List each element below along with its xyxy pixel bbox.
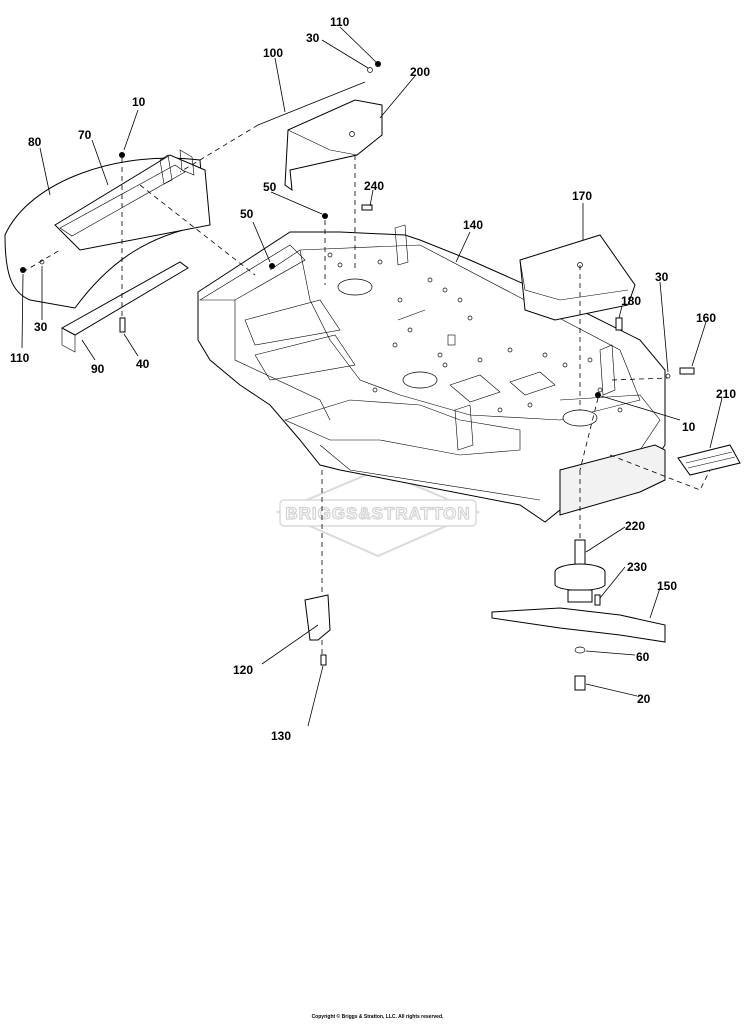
callout-20: 20: [637, 692, 651, 706]
rod-part-100: [257, 81, 366, 126]
callout-30-right: 30: [655, 270, 669, 284]
callout-220: 220: [625, 519, 645, 533]
pad-part-210: [677, 444, 741, 476]
strap-part-90: [60, 261, 189, 353]
callout-labels: 110 30 100 200 10 70 80 50 240 50 140 17…: [10, 15, 736, 743]
callout-10-right: 10: [682, 420, 696, 434]
assembly-lines: [22, 124, 711, 655]
callout-180: 180: [621, 294, 641, 308]
brand-watermark-text: BRIGGS&STRATTON: [285, 504, 470, 523]
callout-50-b: 50: [240, 207, 254, 221]
spindle-part-220: [554, 539, 606, 603]
callout-210: 210: [716, 387, 736, 401]
callout-160: 160: [696, 311, 716, 325]
deck-holes: [327, 252, 623, 413]
leader-lines: [21, 26, 723, 727]
cover-part-200: [284, 99, 383, 192]
callout-170: 170: [572, 189, 592, 203]
bracket-part-120: [304, 594, 331, 641]
callout-140: 140: [463, 218, 483, 232]
blade-part-150: [491, 607, 666, 643]
callout-30-left: 30: [34, 320, 48, 334]
bracket-part-70: [54, 149, 211, 251]
callout-80: 80: [28, 135, 42, 149]
callout-70: 70: [78, 128, 92, 142]
callout-10-left: 10: [132, 95, 146, 109]
callout-130: 130: [271, 729, 291, 743]
callout-200: 200: [410, 65, 430, 79]
callout-90: 90: [91, 362, 105, 376]
hardware: [20, 61, 695, 691]
callout-240: 240: [364, 179, 384, 193]
cover-part-170: [519, 234, 636, 321]
callout-110-left: 110: [10, 351, 30, 365]
callout-40: 40: [136, 357, 150, 371]
callout-60: 60: [636, 650, 650, 664]
callout-120: 120: [233, 663, 253, 677]
brand-watermark: BRIGGS&STRATTON: [275, 468, 481, 558]
callout-230: 230: [627, 560, 647, 574]
callout-150: 150: [657, 579, 677, 593]
copyright-notice: Copyright © Briggs & Stratton, LLC. All …: [311, 1014, 444, 1020]
callout-30-top: 30: [306, 31, 320, 45]
callout-100: 100: [263, 46, 283, 60]
callout-50-a: 50: [263, 180, 277, 194]
callout-110-top: 110: [330, 15, 350, 29]
